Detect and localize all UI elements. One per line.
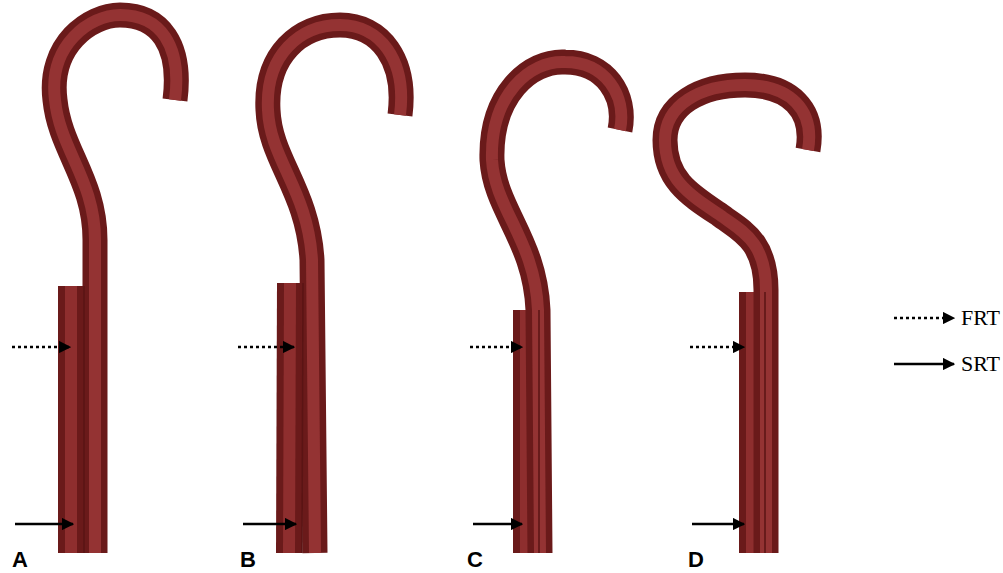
sheath-edge (83, 286, 85, 553)
tube (268, 25, 401, 553)
catheter (54, 15, 176, 553)
tube (492, 62, 621, 553)
tube-highlight (54, 15, 176, 553)
panel-letter: A (12, 549, 28, 571)
frt-arrow (690, 346, 744, 349)
panel-letter: B (240, 549, 256, 571)
tube (54, 15, 176, 553)
frt-arrow (12, 346, 70, 349)
panel-letter: D (688, 549, 704, 571)
frt-arrow (470, 346, 522, 349)
legend-sample (892, 311, 958, 325)
legend-arrow (894, 317, 954, 320)
catheter (268, 25, 401, 553)
tube-highlight (665, 85, 809, 553)
srt-arrow (473, 523, 522, 526)
frt-arrow (238, 346, 294, 349)
panel-letter: C (467, 549, 483, 571)
sheath-edge (302, 283, 303, 553)
sheath-highlight (289, 283, 290, 553)
sheath-edge (764, 292, 766, 553)
sheath-edge (538, 310, 540, 553)
srt-arrow (692, 523, 744, 526)
catheter (492, 62, 621, 553)
tube-highlight (268, 25, 401, 553)
legend-arrow (894, 363, 954, 366)
srt-arrow (15, 523, 73, 526)
legend-text: SRT (961, 353, 1000, 375)
sheath (58, 286, 84, 553)
tube-highlight (492, 62, 621, 553)
sheath-highlight (65, 286, 77, 553)
legend-sample (892, 357, 958, 371)
srt-arrow (243, 523, 296, 526)
legend-text: FRT (961, 307, 1000, 329)
catheter (665, 85, 809, 553)
tube (665, 85, 809, 553)
sheath (289, 283, 290, 553)
